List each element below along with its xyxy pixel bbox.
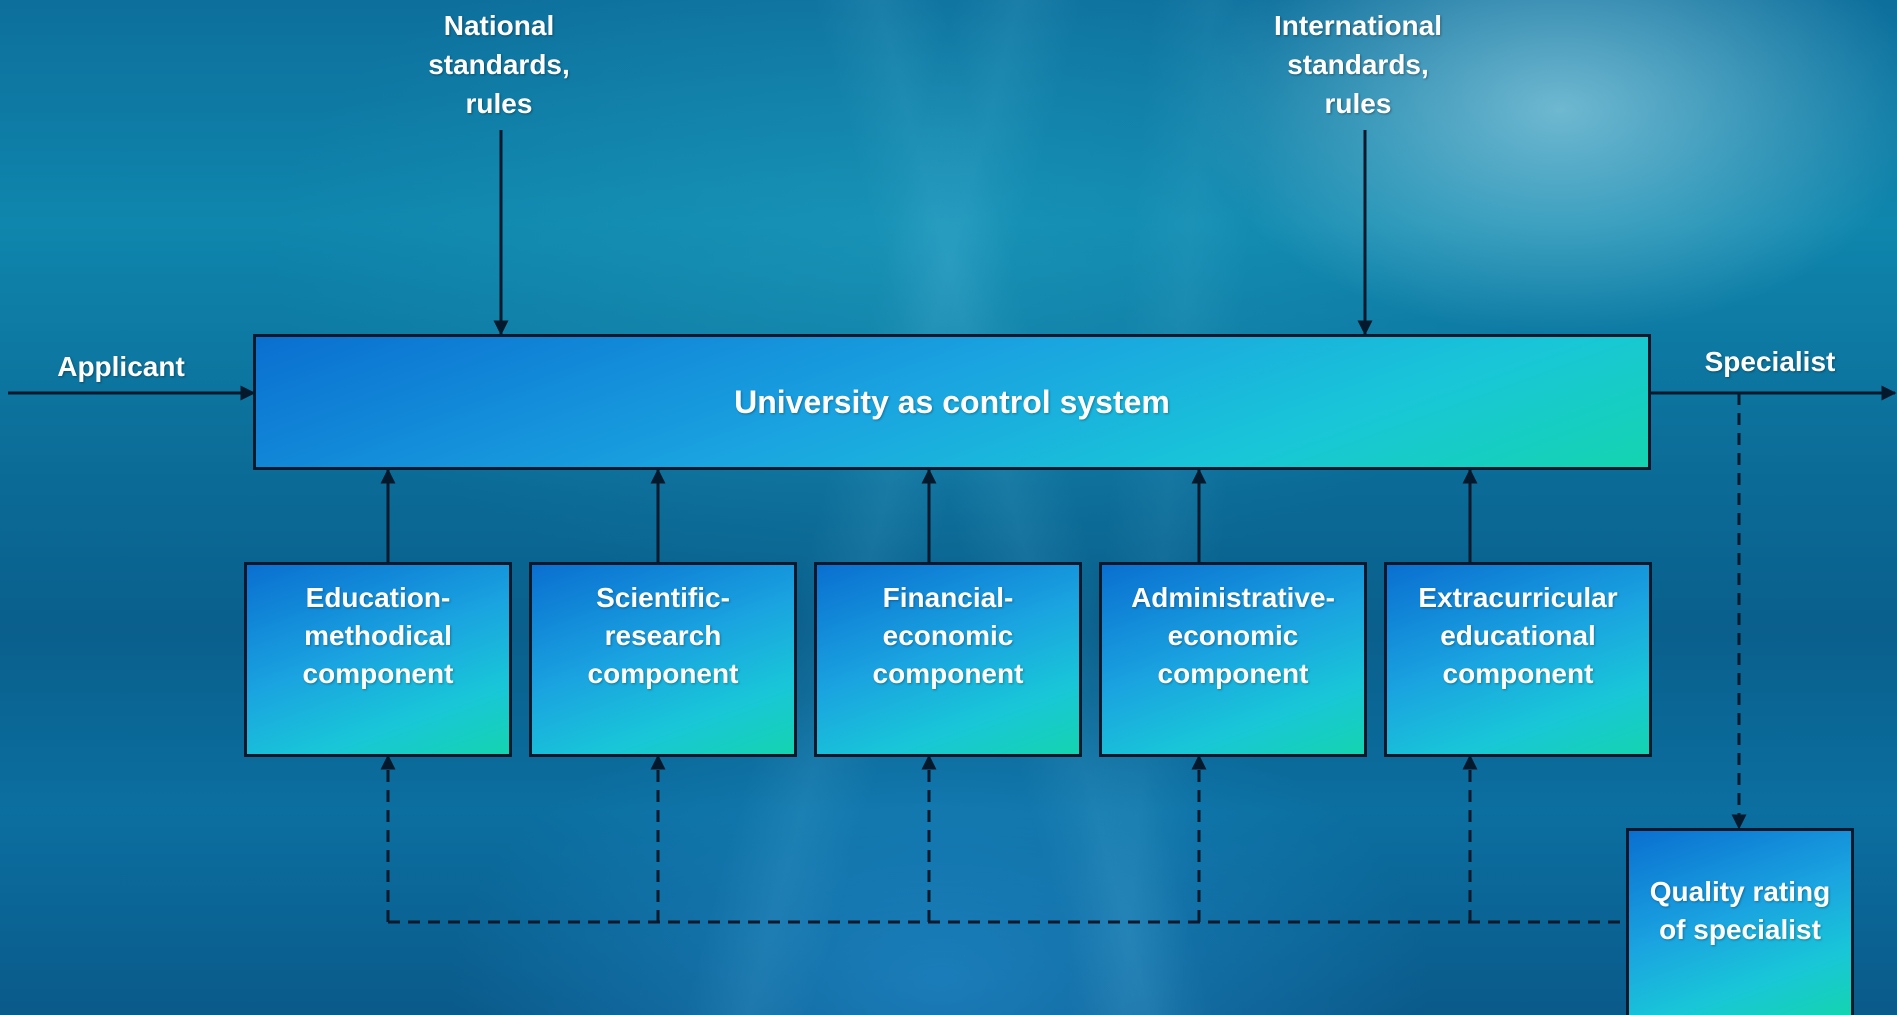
component-box-extracurricular-educational: Extracurricular educational component bbox=[1384, 562, 1652, 757]
national-standards-label: National standards, rules bbox=[428, 10, 570, 119]
component-box-education-methodical: Education- methodical component bbox=[244, 562, 512, 757]
component-box-administrative-economic: Administrative- economic component bbox=[1099, 562, 1367, 757]
university-control-system-box: University as control system bbox=[253, 334, 1651, 470]
quality-rating-box: Quality rating of specialist bbox=[1626, 828, 1854, 1015]
university-control-system-title: University as control system bbox=[734, 383, 1170, 420]
specialist-label: Specialist bbox=[1704, 346, 1836, 377]
international-standards-label: International standards, rules bbox=[1273, 10, 1442, 119]
component-box-financial-economic: Financial- economic component bbox=[814, 562, 1082, 757]
component-box-scientific-research: Scientific- research component bbox=[529, 562, 797, 757]
applicant-label: Applicant bbox=[57, 351, 185, 382]
